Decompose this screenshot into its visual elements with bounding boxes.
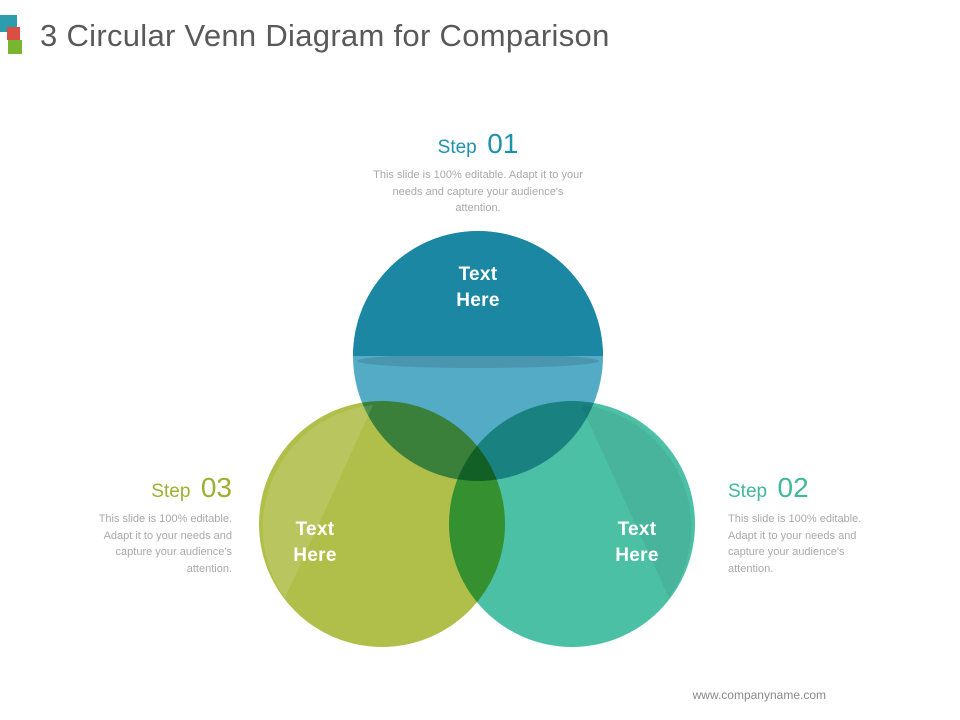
step-02-label: Step	[728, 481, 768, 502]
circle-label-left: Text Here	[260, 517, 370, 569]
step-01-number: 01	[487, 128, 519, 159]
logo	[0, 15, 28, 59]
circle-label-top-line2: Here	[456, 290, 500, 311]
logo-square-red	[7, 27, 20, 40]
left-circle-fold-highlight	[262, 405, 373, 598]
right-circle-fold-shade	[581, 405, 692, 598]
step-03-heading: Step 03	[80, 472, 232, 504]
step-03-number: 03	[200, 472, 232, 503]
step-01-description: This slide is 100% editable. Adapt it to…	[373, 169, 583, 214]
step-02-number: 02	[777, 472, 809, 503]
circle-label-right-line1: Text	[617, 519, 657, 540]
venn-circle-left	[259, 401, 505, 647]
step-02-description: This slide is 100% editable. Adapt it to…	[728, 513, 862, 575]
top-circle-fold-shadow	[357, 354, 599, 368]
circle-label-left-line1: Text	[295, 519, 335, 540]
footer-url: www.companyname.com	[692, 688, 826, 702]
circle-label-top-line1: Text	[458, 264, 498, 285]
circle-label-top: Text Here	[423, 262, 533, 314]
step-01-label: Step	[437, 137, 477, 158]
circle-label-right: Text Here	[582, 517, 692, 569]
step-02-heading: Step 02	[728, 472, 880, 504]
step-03-label: Step	[151, 481, 191, 502]
venn-circle-right	[449, 401, 695, 647]
step-01-heading: Step 01	[372, 128, 584, 160]
step-02-block: Step 02 This slide is 100% editable. Ada…	[728, 472, 880, 577]
step-01-block: Step 01 This slide is 100% editable. Ada…	[372, 128, 584, 217]
venn-circle-top-solid	[353, 231, 603, 356]
circle-label-left-line2: Here	[293, 545, 337, 566]
circle-label-right-line2: Here	[615, 545, 659, 566]
logo-square-green	[8, 40, 22, 54]
step-03-description: This slide is 100% editable. Adapt it to…	[98, 513, 232, 575]
page-title: 3 Circular Venn Diagram for Comparison	[40, 18, 610, 53]
step-03-block: Step 03 This slide is 100% editable. Ada…	[80, 472, 232, 577]
